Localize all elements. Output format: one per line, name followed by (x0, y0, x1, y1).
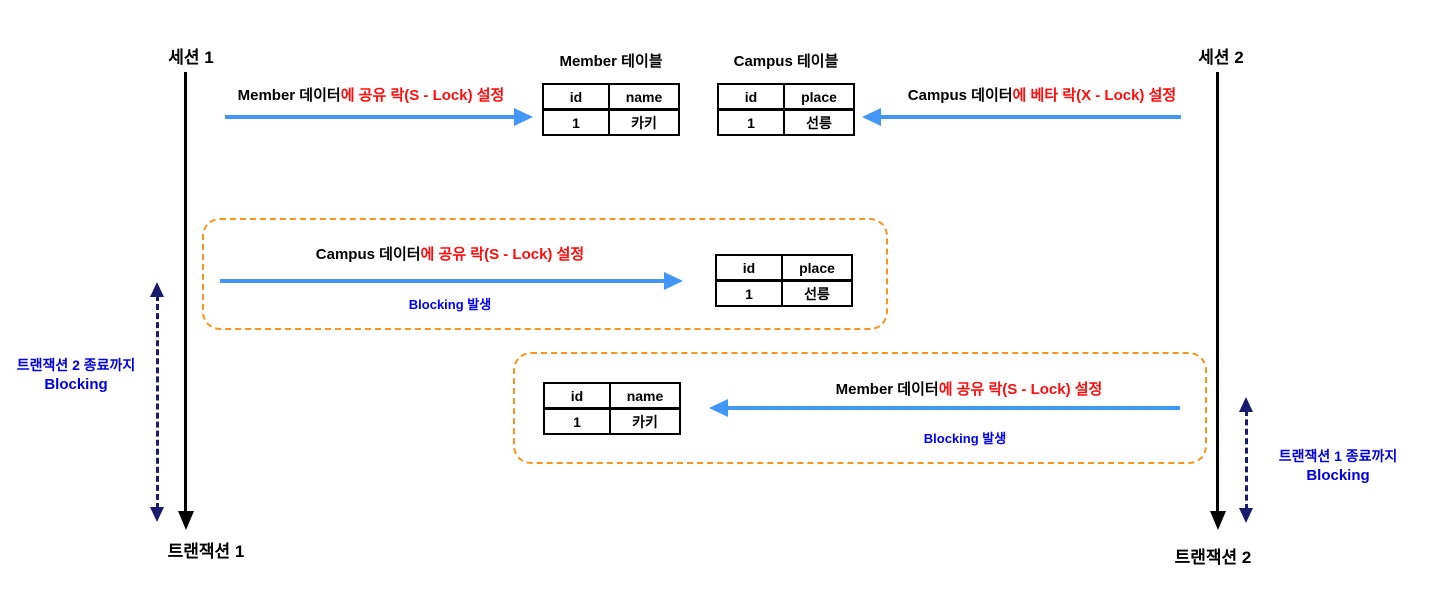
campus-table-blocked: id place 1 선릉 (715, 254, 853, 307)
campus-table-title: Campus 테이블 (733, 53, 839, 70)
s1-member-lock-label-black: Member 데이터 (237, 87, 341, 104)
member-header-id: id (542, 83, 610, 111)
s1-wait-note-line2: Blocking (44, 375, 108, 393)
s2-wait-note: 트랜잭션 1 종료까지 Blocking (1260, 447, 1416, 486)
s1-campus-lock-arrow (220, 279, 665, 283)
s2-campus-lock-label: Campus 데이터에 베타 락(X - Lock) 설정 (876, 84, 1208, 105)
s1-member-lock-arrow (225, 115, 516, 119)
transaction1-label: 트랜잭션 1 (167, 542, 245, 561)
s2-blocking-label: Blocking 발생 (923, 431, 1007, 446)
session1-arrowhead-icon (178, 511, 194, 530)
s2-campus-lock-arrowhead-icon (862, 108, 881, 126)
s2-member-lock-label-black: Member 데이터 (835, 381, 939, 398)
s2-member-lock-label: Member 데이터에 공유 락(S - Lock) 설정 (810, 378, 1128, 399)
s2-campus-lock-label-red: 에 베타 락(X - Lock) 설정 (1012, 87, 1177, 104)
member-cell-id: 1 (542, 108, 610, 136)
campus-header-place: place (783, 83, 855, 111)
member-cell-id: 1 (543, 407, 611, 435)
member-header-id: id (543, 382, 611, 410)
session2-arrowhead-icon (1210, 511, 1226, 530)
s1-wait-arrowhead-up-icon (150, 282, 164, 297)
s2-wait-dashed-arrow (1245, 410, 1248, 510)
s1-campus-lock-label-red: 에 공유 락(S - Lock) 설정 (420, 246, 585, 263)
member-table-blocked: id name 1 카키 (543, 382, 681, 435)
s2-wait-note-line2: Blocking (1306, 466, 1370, 484)
s1-wait-note-line1: 트랜잭션 2 종료까지 (16, 357, 136, 373)
s1-member-lock-label-red: 에 공유 락(S - Lock) 설정 (340, 87, 505, 104)
member-table-title: Member 테이블 (559, 53, 663, 70)
campus-cell-place: 선릉 (781, 279, 853, 307)
session2-label: 세션 2 (1198, 48, 1244, 67)
session1-timeline (184, 72, 187, 513)
s1-member-lock-arrowhead-icon (514, 108, 533, 126)
s1-member-lock-label: Member 데이터에 공유 락(S - Lock) 설정 (225, 84, 517, 105)
session1-label: 세션 1 (168, 48, 214, 67)
s2-member-lock-arrowhead-icon (709, 399, 728, 417)
transaction2-label: 트랜잭션 2 (1174, 548, 1252, 567)
s1-wait-arrowhead-down-icon (150, 507, 164, 522)
member-cell-name: 카키 (608, 108, 680, 136)
campus-cell-id: 1 (717, 108, 785, 136)
s1-blocked-attempt-group (202, 218, 888, 330)
campus-header-id: id (715, 254, 783, 282)
s1-wait-note: 트랜잭션 2 종료까지 Blocking (0, 356, 152, 395)
member-table: id name 1 카키 (542, 83, 680, 136)
s2-wait-arrowhead-up-icon (1239, 397, 1253, 412)
s1-blocking-label: Blocking 발생 (408, 297, 492, 312)
campus-cell-place: 선릉 (783, 108, 855, 136)
member-header-name: name (608, 83, 680, 111)
campus-header-id: id (717, 83, 785, 111)
session2-timeline (1216, 72, 1219, 513)
member-header-name: name (609, 382, 681, 410)
s2-wait-note-line1: 트랜잭션 1 종료까지 (1278, 448, 1398, 464)
campus-cell-id: 1 (715, 279, 783, 307)
campus-header-place: place (781, 254, 853, 282)
s2-wait-arrowhead-down-icon (1239, 508, 1253, 523)
s2-campus-lock-label-black: Campus 데이터 (907, 87, 1013, 104)
s1-campus-lock-label-black: Campus 데이터 (315, 246, 421, 263)
member-cell-name: 카키 (609, 407, 681, 435)
s1-campus-lock-arrowhead-icon (664, 272, 683, 290)
s1-wait-dashed-arrow (156, 295, 159, 509)
campus-table: id place 1 선릉 (717, 83, 855, 136)
s2-member-lock-label-red: 에 공유 락(S - Lock) 설정 (938, 381, 1103, 398)
s2-campus-lock-arrow (880, 115, 1181, 119)
s1-campus-lock-label: Campus 데이터에 공유 락(S - Lock) 설정 (240, 243, 660, 264)
s2-member-lock-arrow (728, 406, 1180, 410)
s2-blocked-attempt-group (513, 352, 1207, 464)
